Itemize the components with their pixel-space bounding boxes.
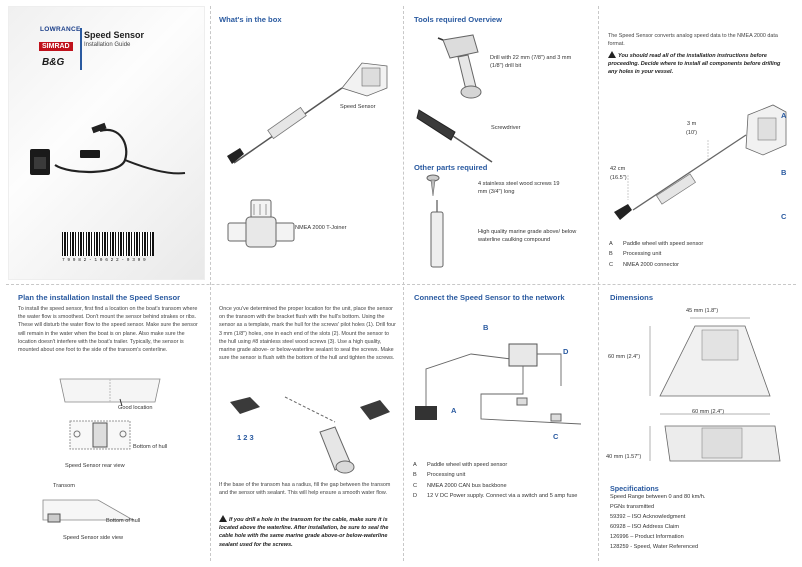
warning-icon — [219, 515, 227, 522]
mount-text: Once you've determined the proper locati… — [219, 306, 396, 362]
plan-heading: Plan the installation Install the Speed … — [18, 293, 181, 302]
dim-width-top: 45 mm (1.8") — [686, 308, 719, 314]
connect-callout-c: C — [553, 432, 559, 441]
radius-text: If the base of the transom has a radius,… — [219, 482, 391, 497]
intro-warning: You should read all of the installation … — [608, 51, 790, 77]
plan-panel: Plan the installation Install the Speed … — [0, 284, 210, 567]
barcode — [62, 232, 154, 256]
network-diagram — [415, 343, 582, 425]
short-dimension: 42 cm — [610, 166, 626, 172]
callout-b: B — [781, 168, 787, 177]
spec-item: 59392 – ISO Acknowledgment — [610, 514, 686, 520]
dimensions-panel: Dimensions 45 mm (1.8") 60 mm (2.4") 60 … — [598, 284, 802, 567]
column-divider — [210, 6, 212, 561]
sealant-tube-icon — [430, 200, 444, 268]
bottom-hull-label-2: Bottom of hull — [106, 518, 141, 524]
side-view-label: Speed Sensor side view — [63, 535, 124, 541]
tjoiner-image — [227, 199, 295, 248]
length-dimension: 3 m — [687, 121, 697, 127]
overview-panel: The Speed Sensor converts analog speed d… — [598, 0, 802, 284]
drill-label: Drill with 22 mm (7/8") and 3 mm (1/8") … — [490, 55, 572, 70]
good-location-diagram — [59, 378, 161, 407]
speed-sensor-label: Speed Sensor — [340, 104, 376, 110]
sealant-label: High quality marine grade above/ below w… — [478, 229, 577, 244]
connect-panel: Connect the Speed Sensor to the network … — [403, 284, 598, 567]
mounting-steps-diagram — [230, 396, 390, 474]
cover-title: Speed Sensor — [84, 30, 145, 40]
drill-icon — [437, 34, 482, 99]
tools-heading: Tools required Overview — [414, 15, 503, 24]
row-divider — [6, 284, 796, 286]
column-divider — [598, 6, 600, 561]
dimension-drawing — [649, 317, 781, 462]
brand-simrad-logo: SIMRAD — [39, 42, 73, 51]
box-heading: What's in the box — [219, 15, 282, 24]
callout-a: A — [781, 111, 787, 120]
tools-panel: Tools required Overview Drill with 22 mm… — [403, 0, 598, 284]
screwdriver-label: Screwdriver — [491, 125, 521, 131]
spec-item: PGNs transmitted — [610, 504, 655, 510]
rear-view-diagram — [69, 420, 131, 450]
spec-item: 128259 - Speed, Water Referenced — [610, 544, 699, 550]
warning-icon — [608, 51, 616, 58]
cover-product-image — [30, 122, 186, 175]
connect-callout-d: D — [563, 347, 569, 356]
intro-warning-text: You should read all of the installation … — [608, 53, 781, 76]
spec-item: 126996 – Product Information — [610, 534, 684, 540]
good-location-label: Good location — [118, 405, 153, 411]
brand-bg-logo: B&G — [42, 57, 65, 68]
sensor-overview-diagram — [614, 104, 787, 220]
bottom-hull-label-1: Bottom of hull — [133, 444, 168, 450]
column-divider — [403, 6, 405, 561]
spec-item: Speed Range between 0 and 80 km/h. — [610, 494, 706, 500]
spec-item: 60928 – ISO Address Claim — [610, 524, 680, 530]
connect-callout-b: B — [483, 323, 489, 332]
dimensions-heading: Dimensions — [610, 293, 654, 302]
length-dimension-ft: (10') — [686, 130, 698, 136]
rear-view-label: Speed Sensor rear view — [65, 463, 125, 469]
dim-height-lower: 40 mm (1.57") — [606, 454, 642, 460]
mount-step-numbers: 1 2 3 — [237, 433, 254, 442]
cover-panel: LOWRANCE SIMRAD B&G Speed Sensor Install… — [0, 0, 210, 284]
barcode-number: 7 9 9 8 2 - 1 0 6 2 2 - 0 3 9 9 — [62, 258, 146, 263]
callout-c: C — [781, 212, 787, 221]
other-parts-heading: Other parts required — [414, 163, 488, 172]
connect-callout-a: A — [451, 406, 457, 415]
cover-title-bar — [80, 28, 82, 70]
screws-label: 4 stainless steel wood screws 19 mm (3/4… — [478, 181, 560, 196]
speed-sensor-image — [227, 62, 388, 164]
whats-in-box-panel: What's in the box Speed Sensor NMEA 2000… — [210, 0, 403, 284]
mount-warning: If you drill a hole in the transom for t… — [219, 515, 397, 549]
dim-height-side: 60 mm (2.4") — [608, 354, 641, 360]
specs-heading: Specifications — [610, 484, 659, 493]
connect-heading: Connect the Speed Sensor to the network — [414, 293, 565, 302]
brand-lowrance-logo: LOWRANCE — [40, 26, 81, 33]
plan-text: To install the speed sensor, first find … — [18, 306, 198, 354]
intro-text: The Speed Sensor converts analog speed d… — [608, 33, 778, 48]
short-dimension-in: (16.5") — [610, 175, 627, 181]
cover-subtitle: Installation Guide — [84, 42, 131, 48]
dim-width-bottom: 60 mm (2.4") — [692, 409, 725, 415]
mount-warning-text: If you drill a hole in the transom for t… — [219, 517, 389, 548]
side-view-diagram — [42, 499, 135, 523]
screwdriver-icon — [416, 109, 493, 163]
screw-icon — [426, 174, 440, 197]
mount-panel: Once you've determined the proper locati… — [210, 284, 403, 567]
tjoiner-label: NMEA 2000 T-Joiner — [295, 225, 347, 231]
specs-list: Speed Range between 0 and 80 km/h. PGNs … — [610, 492, 705, 552]
transom-label: Transom — [53, 483, 75, 489]
